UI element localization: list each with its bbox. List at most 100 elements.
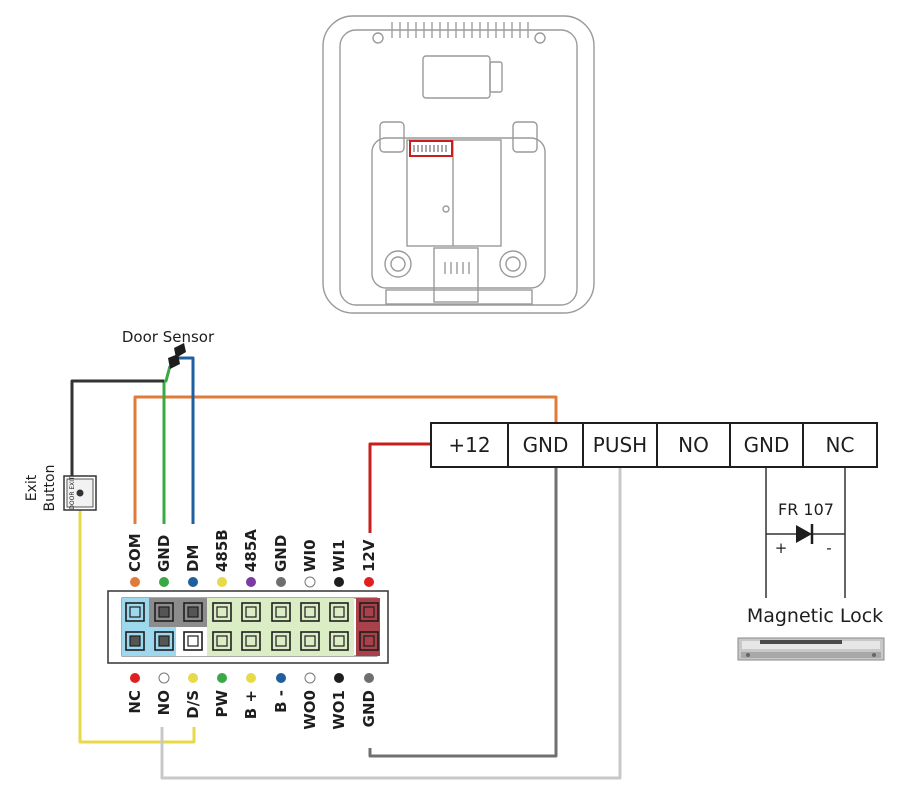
top-pin-label: WI0 [301,539,319,572]
pin-color-dot [334,577,344,587]
terminal-label: PUSH [593,433,647,457]
pin-terminal [271,602,291,622]
pin-color-dot [334,673,344,683]
top-pin-label: 485A [242,529,260,572]
pin-color-dot [130,673,140,683]
wire-12v [368,442,430,533]
pin-terminal [154,602,174,622]
reed-switch-icon [168,354,180,369]
bottom-pin-label: NO [155,690,173,715]
pin-color-dot [217,673,227,683]
wire-exit-gnd [70,379,164,478]
top-pin-label: GND [155,535,173,572]
screw-icon [499,250,527,278]
device-back-view [322,15,595,314]
push-button-icon [76,489,84,497]
pin-squares [125,602,379,651]
bottom-pin-label: WO0 [301,690,319,730]
pin-terminal [329,631,349,651]
bottom-pin-label: GND [360,690,378,727]
pin-terminal [125,602,145,622]
center-screw-icon [442,205,450,213]
terminal-strip-frame [430,422,878,468]
diode: FR 107 + - [775,500,834,557]
top-pin-label: DM [184,545,202,572]
pin-color-dot [364,577,374,587]
pin-terminal [271,631,291,651]
pin-color-dot [304,576,316,588]
connector-pins [413,145,447,152]
pin-terminal [212,631,232,651]
terminal-label: GND [744,433,790,457]
bottom-pin-row: NC NO D/S PW B + B - WO0 WO1 GND [126,672,378,730]
diode-plus-label: + [775,539,788,557]
pin-color-dot [246,673,256,683]
pin-color-dot [158,672,170,684]
wire-com [133,395,558,524]
power-terminal-strip: +12 GND PUSH NO GND NC [430,422,878,468]
door-sensor: Door Sensor [122,328,215,369]
mount-clip-right [512,121,538,153]
top-pin-label: 485B [213,529,231,572]
cable-channel [433,247,479,303]
vent-slots [391,22,529,38]
pin-terminal [329,602,349,622]
pin-terminal [212,602,232,622]
pin-terminal [359,631,379,651]
wire-gnd-sensor [162,365,172,524]
top-pin-label: GND [272,535,290,572]
bottom-pin-label: D/S [184,690,202,719]
pin-color-dot [364,673,374,683]
terminal-label: NO [678,433,709,457]
top-pin-label: WI1 [330,539,348,572]
mount-plate [371,137,546,289]
pin-terminal [300,602,320,622]
speaker-tab [489,61,503,93]
mount-clip-left [379,121,405,153]
door-sensor-label: Door Sensor [122,328,215,346]
wire-no-push [160,468,622,780]
exit-label-line2: Button [42,465,58,512]
diode-icon [796,525,812,543]
screw-icon [372,32,384,44]
terminal-label: +12 [448,433,490,457]
pin-terminal [183,602,203,622]
exit-label-line1: Exit [24,474,40,501]
pin-terminal [154,631,174,651]
pin-terminal [241,631,261,651]
screw-icon [872,653,876,657]
pin-color-dot [304,672,316,684]
pin-terminal [125,631,145,651]
pin-color-dot [276,577,286,587]
pin-terminal [359,602,379,622]
magnetic-lock: Magnetic Lock [737,605,885,661]
pin-color-dot [276,673,286,683]
pin-color-dot [188,673,198,683]
speaker-module [422,55,491,99]
bottom-pin-label: NC [126,690,144,714]
bottom-pin-label: B + [242,690,260,719]
pin-color-dot [217,577,227,587]
top-pin-label: 12V [360,539,378,572]
magnet-icon [174,343,186,358]
device-inner-panel [339,29,578,306]
terminal-label: GND [523,433,569,457]
wire-ds [78,510,196,744]
wire-dm-sensor [178,356,195,524]
terminal-label: NC [826,433,855,457]
pin-terminal [300,631,320,651]
center-housing [406,139,502,247]
diode-label: FR 107 [778,500,834,519]
pin-color-dot [246,577,256,587]
screw-icon [384,250,412,278]
wire-gnd-bottom [368,468,558,758]
bottom-pin-label: PW [213,690,231,718]
pin-terminal [241,602,261,622]
bottom-pin-label: WO1 [330,690,348,730]
pin-color-dot [159,577,169,587]
connector-highlight [409,140,453,157]
bottom-pin-label: B - [272,690,290,713]
wires [70,356,846,780]
